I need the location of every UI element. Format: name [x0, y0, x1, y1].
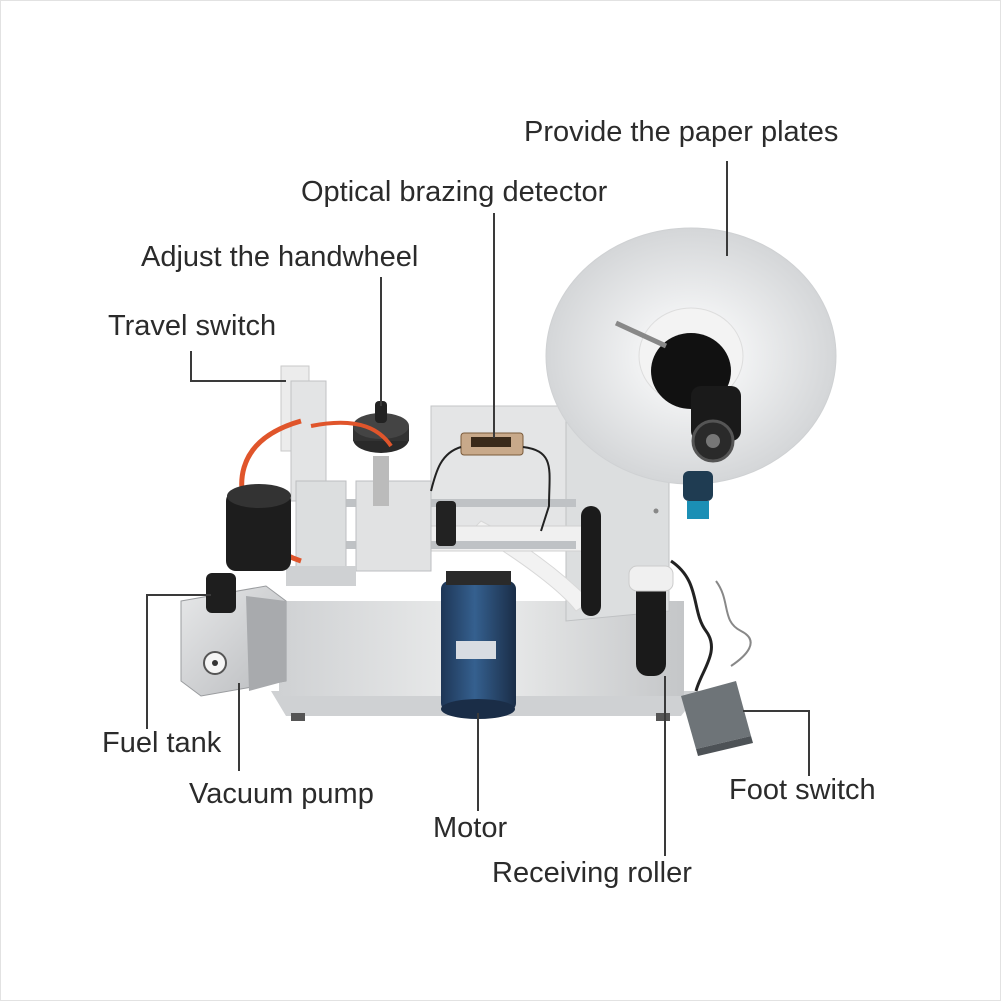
handwheel: [353, 401, 409, 506]
rewind-roller: [581, 506, 674, 676]
optical-detector: [430, 432, 551, 532]
cross-rails: [321, 480, 576, 572]
label-foot-switch: Foot switch: [729, 774, 876, 806]
label-vacuum-pump: Vacuum pump: [189, 778, 374, 810]
label-motor: Motor: [433, 812, 508, 844]
label-optical-detector: Optical brazing detector: [301, 176, 608, 208]
label-receiving-roller: Receiving roller: [492, 857, 692, 889]
label-fuel-tank: Fuel tank: [102, 727, 222, 759]
foot-pedal: [681, 681, 753, 756]
vacuum-pump: [180, 573, 287, 697]
label-roll: [545, 227, 837, 485]
travel-switch-column: [280, 365, 356, 586]
label-handwheel: Adjust the handwheel: [141, 241, 419, 273]
label-paper-plates: Provide the paper plates: [524, 116, 839, 148]
pump-motor: [226, 484, 291, 571]
label-travel-switch: Travel switch: [108, 310, 277, 342]
drive-motor: [441, 571, 516, 719]
cable: [670, 559, 713, 692]
